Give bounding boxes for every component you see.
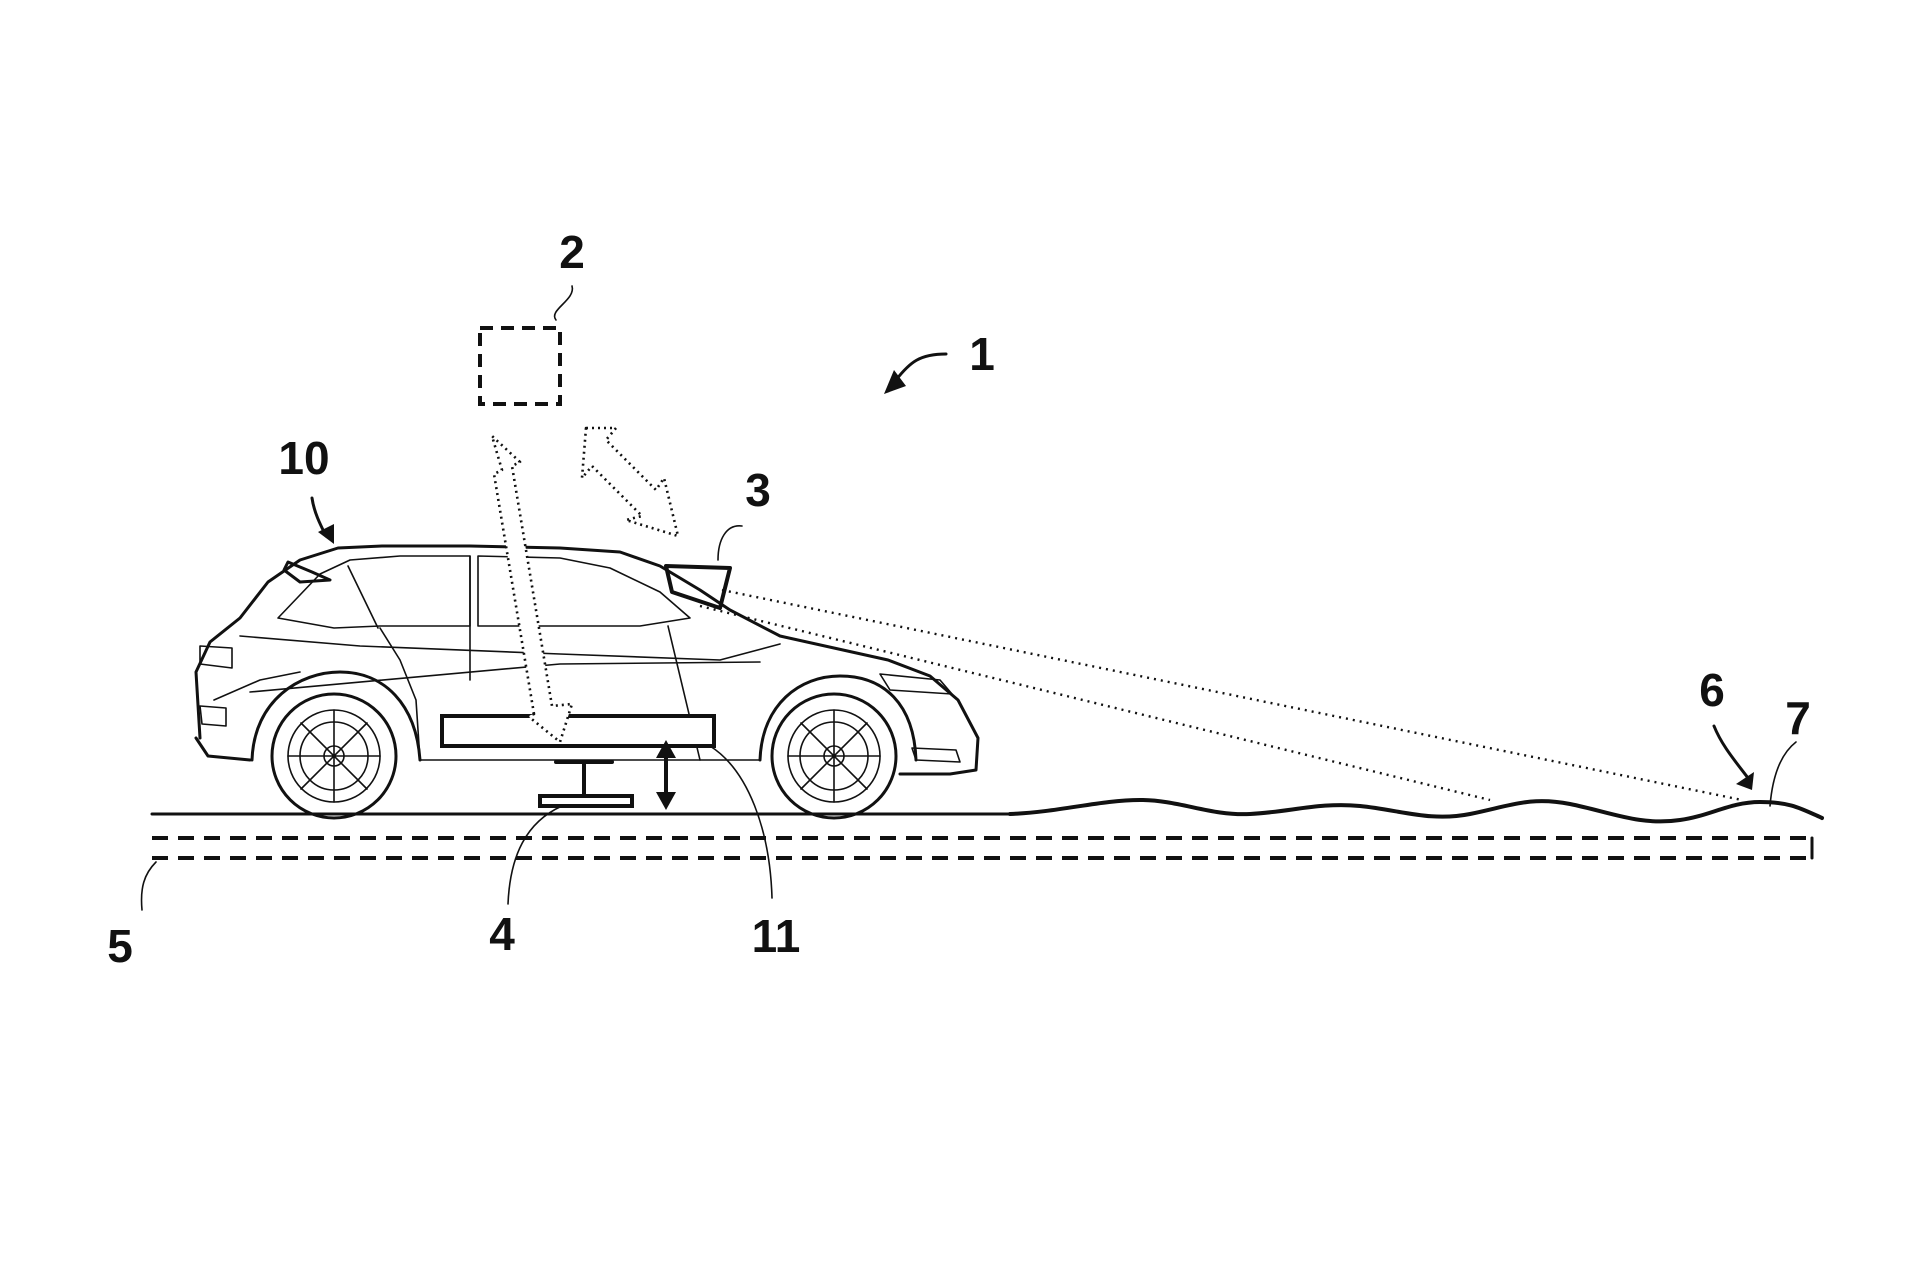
road-surface — [150, 798, 1824, 824]
ground-layer — [152, 836, 1814, 860]
label-ground: 5 — [107, 920, 133, 972]
vertical-movement-arrow — [656, 740, 676, 810]
vehicle-server-communication-arrow — [490, 434, 574, 744]
label-road-surface: 7 — [1785, 692, 1811, 744]
label-receiver-pad: 11 — [752, 910, 801, 962]
camera-field-of-view — [699, 588, 1743, 802]
label-obstacle: 6 — [1699, 664, 1725, 716]
rear-wheel — [270, 692, 398, 820]
reference-labels: 2 1 10 3 6 7 5 4 11 — [107, 226, 1811, 972]
receiver-pad — [440, 714, 716, 748]
label-system: 1 — [969, 328, 995, 380]
camera-server-communication-arrow — [580, 426, 680, 538]
label-server: 2 — [559, 226, 585, 278]
label-charger: 4 — [489, 908, 515, 960]
front-wheel — [770, 692, 898, 820]
label-camera: 3 — [745, 464, 771, 516]
camera-device — [664, 564, 732, 610]
charger-pad — [538, 760, 634, 808]
uneven-road-section — [1008, 798, 1824, 824]
vehicle — [194, 544, 980, 820]
label-vehicle: 10 — [278, 432, 329, 484]
leader-lines — [140, 285, 1797, 911]
server-box — [478, 326, 562, 406]
